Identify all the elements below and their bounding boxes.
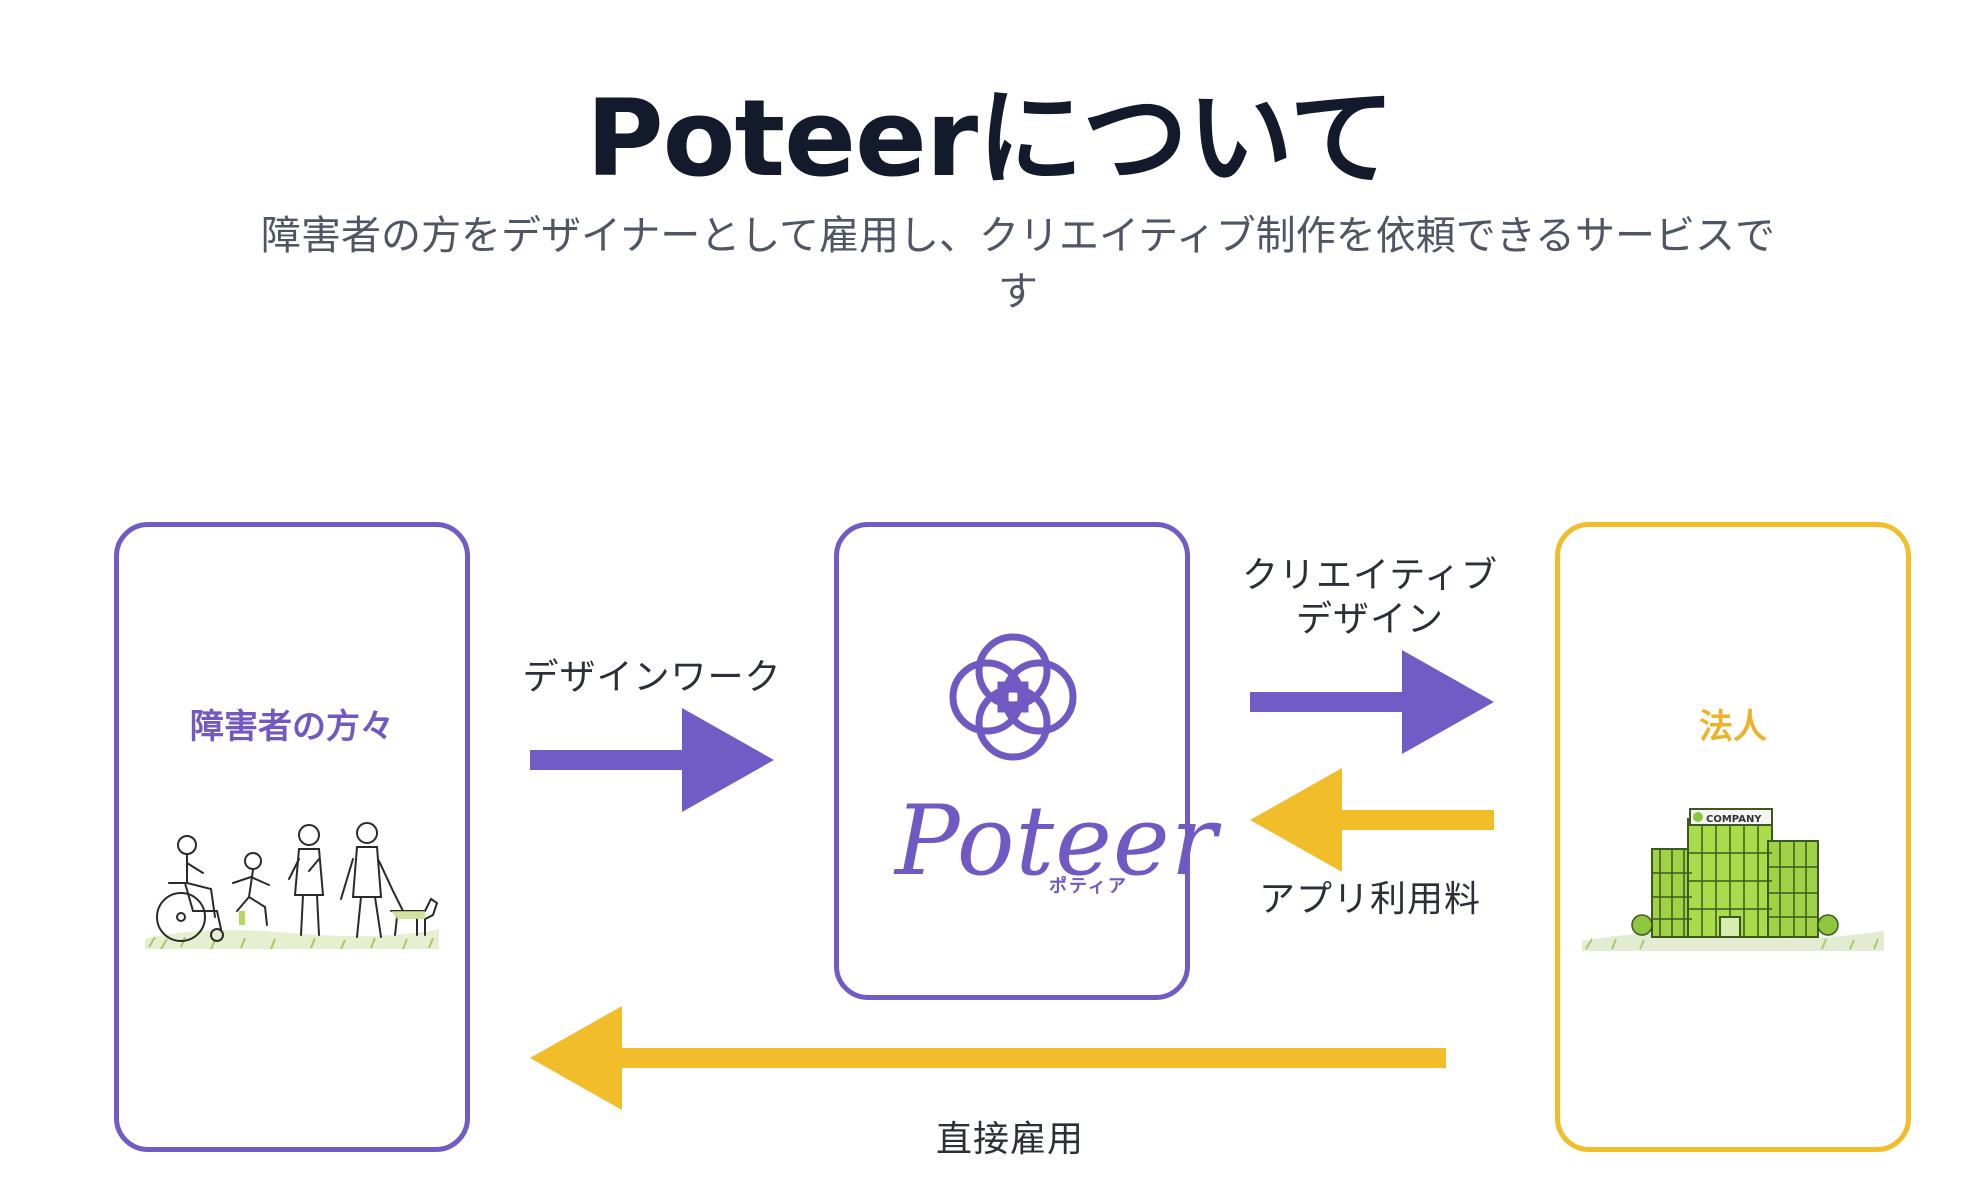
people-node: 障害者の方々 [114,522,470,1152]
company-sign-text: COMPANY [1706,814,1762,825]
flow-label-app-fee: アプリ利用料 [1258,879,1481,920]
flow-label-creative-design: クリエイティブ デザイン [1220,554,1520,642]
flow-label-design-work: デザインワーク [522,657,782,698]
page-title: Poteerについて [585,77,1395,200]
people-illustration [141,799,443,959]
arrow-creative-design [1250,650,1494,754]
page-subtitle: 障害者の方をデザイナーとして雇用し、クリエイティブ制作を依頼できるサービスです [261,213,1775,315]
people-label: 障害者の方々 [190,707,394,747]
arrow-app-fee [1250,768,1494,872]
flower-logo-icon [949,633,1077,761]
company-node: 法人 COMPANY [1555,522,1911,1152]
arrow-direct-hire [530,1006,1446,1110]
company-label: 法人 [1699,707,1767,747]
poteer-node: Poteer ポティア [834,522,1217,1000]
arrow-design-work [530,708,774,812]
poteer-logo-kana: ポティア [1049,876,1128,897]
flow-label-creative-line2: デザイン [1295,599,1444,640]
poteer-logo-text: Poteer [895,785,1218,897]
flow-label-direct-hire: 直接雇用 [935,1119,1084,1160]
flow-label-creative-line1: クリエイティブ [1241,555,1499,596]
company-building-illustration: COMPANY [1582,799,1884,959]
